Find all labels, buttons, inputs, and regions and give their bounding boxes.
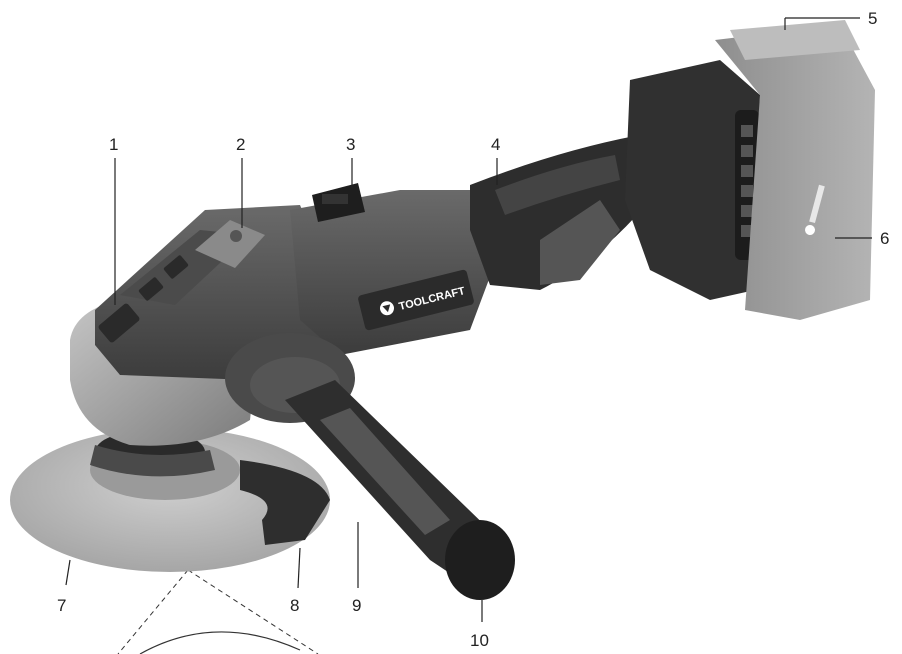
main-handle xyxy=(470,135,650,290)
callout-1: 1 xyxy=(109,135,119,154)
spindle-lock-button xyxy=(195,220,265,268)
callout-9: 9 xyxy=(352,596,362,615)
on-off-switch xyxy=(312,183,365,222)
callout-6: 6 xyxy=(880,229,890,248)
vent-slots xyxy=(98,255,189,343)
battery-indicator-leds xyxy=(741,125,753,237)
dimension-guide-lines xyxy=(117,569,319,654)
callout-5: 5 xyxy=(868,9,878,28)
callout-7: 7 xyxy=(57,596,67,615)
callout-3: 3 xyxy=(346,135,356,154)
callout-2: 2 xyxy=(236,135,246,154)
protective-guard xyxy=(240,460,330,545)
battery-mount xyxy=(625,60,760,300)
callout-leader-lines xyxy=(65,17,872,622)
callout-4: 4 xyxy=(491,135,501,154)
battery-logo xyxy=(805,184,825,235)
battery-pack xyxy=(715,20,875,320)
callout-10: 10 xyxy=(470,631,489,650)
auxiliary-handle xyxy=(225,333,515,600)
callout-8: 8 xyxy=(290,596,300,615)
